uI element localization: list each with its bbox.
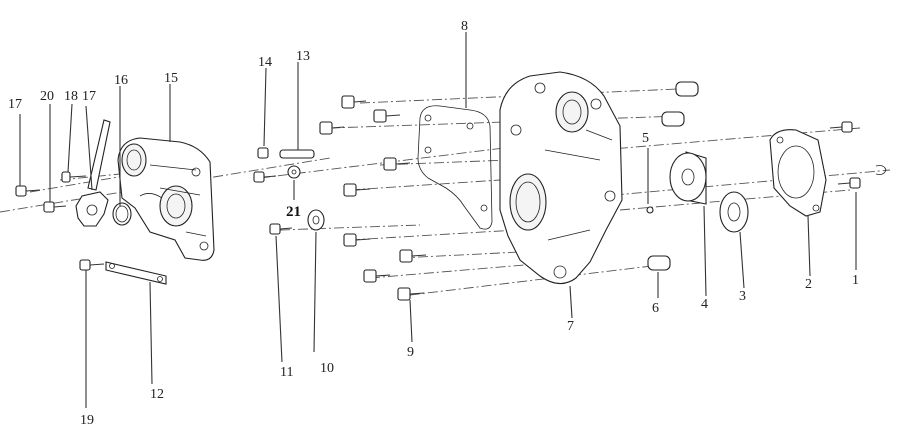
washer-21-part — [287, 165, 301, 179]
bolt-19-part — [79, 259, 105, 271]
screw-11-part — [269, 223, 293, 235]
o-ring-part — [112, 202, 132, 226]
label-1: 1 — [852, 273, 859, 288]
part-labels: 1 2 3 4 5 6 7 8 9 10 11 12 13 14 15 16 1… — [8, 19, 859, 428]
label-17-right: 17 — [82, 89, 96, 104]
label-6: 6 — [652, 301, 659, 316]
cover-plate-2-part — [769, 129, 827, 217]
label-18: 18 — [64, 89, 78, 104]
bolt-side-part — [253, 171, 277, 183]
label-2: 2 — [805, 277, 812, 292]
leader-lines — [19, 32, 857, 408]
label-15: 15 — [164, 71, 178, 86]
pivot-arm-part — [75, 119, 111, 227]
label-10: 10 — [320, 361, 334, 376]
gasket-part — [417, 105, 493, 230]
label-21: 21 — [286, 204, 301, 220]
bolt-20-part — [43, 201, 67, 213]
label-9: 9 — [407, 345, 414, 360]
bolt-1-part — [829, 121, 887, 189]
seal-3-part — [719, 191, 749, 233]
label-3: 3 — [739, 289, 746, 304]
pin-14-part — [257, 147, 269, 159]
label-12: 12 — [150, 387, 164, 402]
label-4: 4 — [701, 297, 708, 312]
cover-bolts-part — [319, 95, 427, 301]
ball-5-part — [646, 206, 654, 214]
main-housing-part — [499, 71, 623, 285]
link-plate-part — [105, 261, 167, 285]
label-13: 13 — [296, 49, 310, 64]
bolt-17-part — [15, 185, 41, 197]
bracket-cover-part — [117, 137, 215, 261]
sleeve-13-part — [279, 149, 315, 159]
label-16: 16 — [114, 73, 128, 88]
bearing-4-part — [669, 151, 707, 205]
label-5: 5 — [642, 131, 649, 146]
label-11: 11 — [280, 365, 293, 380]
label-20: 20 — [40, 89, 54, 104]
bolt-18-part — [61, 171, 87, 183]
label-19: 19 — [80, 413, 94, 428]
label-14: 14 — [258, 55, 272, 70]
spring-wire-part — [139, 193, 163, 199]
washer-10-part — [307, 209, 325, 231]
label-7: 7 — [567, 319, 574, 334]
dowel-sleeves-part — [647, 81, 699, 271]
label-8: 8 — [461, 19, 468, 34]
label-17-left: 17 — [8, 97, 22, 112]
